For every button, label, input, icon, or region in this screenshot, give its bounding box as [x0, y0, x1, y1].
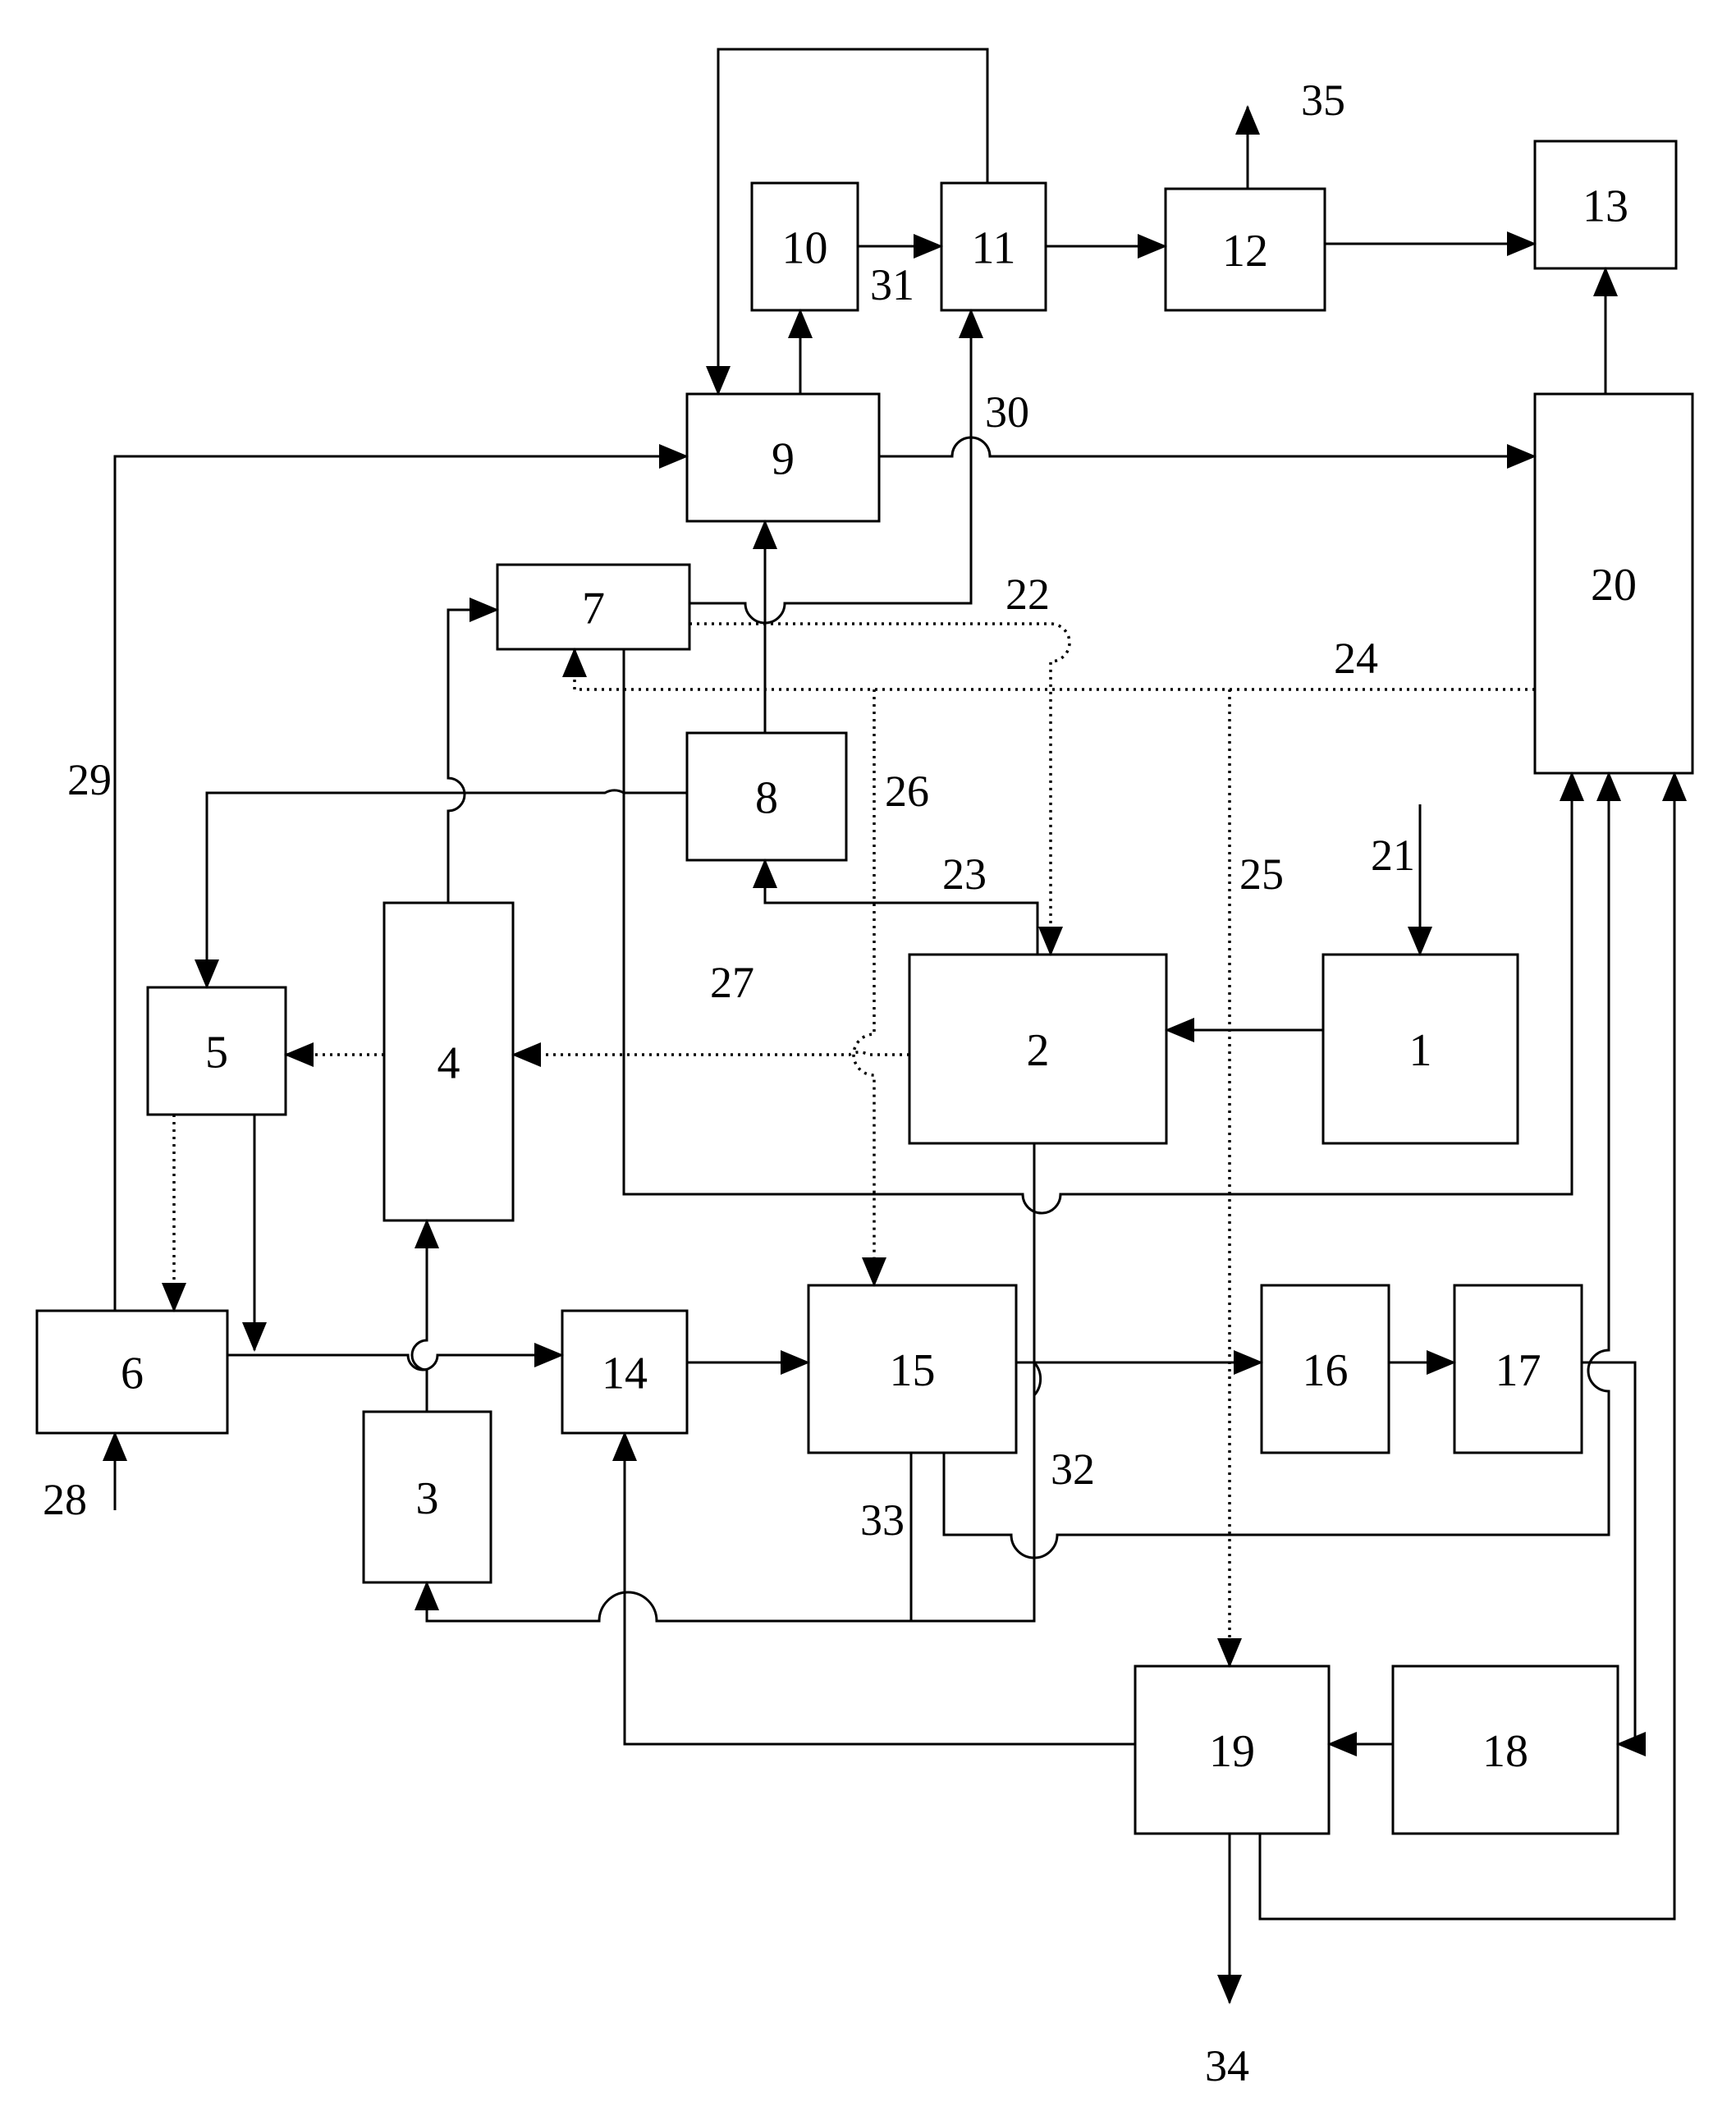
- line-23-2-to-8: [753, 859, 1039, 955]
- ref-25: 25: [1239, 849, 1284, 899]
- block-7: 7: [496, 563, 691, 651]
- line-17-to-18: [1582, 1361, 1646, 1756]
- line-29-6-to-9: [113, 444, 689, 1311]
- block-label: 6: [121, 1349, 144, 1399]
- line-7-to-20: [622, 649, 1584, 1215]
- block-label: 10: [782, 223, 828, 274]
- ref-31: 31: [870, 260, 914, 309]
- ref-34: 34: [1205, 2041, 1249, 2090]
- dotted-24-20-to-7: [562, 648, 1535, 691]
- block-label: 5: [205, 1028, 228, 1078]
- block-label: 11: [972, 223, 1016, 274]
- block-10: 10: [750, 181, 859, 312]
- block-3: 3: [362, 1410, 492, 1584]
- line-11-feedback-to-9: [706, 48, 989, 396]
- block-20: 20: [1533, 392, 1694, 775]
- block-17: 17: [1453, 1284, 1583, 1454]
- line-19-to-14: [612, 1431, 1135, 1746]
- block-label: 15: [890, 1345, 936, 1396]
- line-4-to-7: [447, 598, 499, 903]
- block-8: 8: [685, 731, 848, 862]
- ref-28: 28: [43, 1475, 87, 1524]
- block-label: 20: [1591, 560, 1637, 611]
- block-5: 5: [146, 986, 287, 1116]
- line-19-to-20: [1258, 772, 1687, 1921]
- line-32-15-to-20: [942, 772, 1621, 1559]
- ref-33: 33: [860, 1495, 905, 1545]
- block-label: 13: [1583, 181, 1628, 232]
- ref-24: 24: [1334, 634, 1378, 683]
- block-label: 9: [772, 434, 795, 485]
- ref-22: 22: [1005, 570, 1050, 619]
- line-15-to-16: [1016, 1350, 1263, 1399]
- block-15: 15: [807, 1284, 1018, 1454]
- block-label: 1: [1409, 1025, 1432, 1076]
- block-14: 14: [561, 1309, 689, 1435]
- block-label: 19: [1209, 1726, 1255, 1777]
- block-19: 19: [1134, 1665, 1331, 1835]
- block-4: 4: [382, 901, 515, 1222]
- ref-23: 23: [942, 849, 987, 899]
- ref-32: 32: [1051, 1445, 1095, 1494]
- connections: [103, 48, 1687, 2004]
- line-6-to-14: [227, 1343, 564, 1371]
- line-3-to-4: [410, 1219, 439, 1412]
- block-1: 1: [1321, 953, 1519, 1145]
- line-9-to-20: [879, 436, 1537, 469]
- line-30-7-to-11: [689, 309, 983, 625]
- line-2-to-3: [415, 1143, 1036, 1623]
- block-18: 18: [1391, 1665, 1619, 1835]
- block-label: 4: [437, 1038, 460, 1089]
- block-label: 2: [1027, 1025, 1050, 1076]
- block-2: 2: [908, 953, 1168, 1145]
- dotted-2-to-4: [511, 1042, 909, 1067]
- ref-26: 26: [885, 767, 929, 816]
- ref-29: 29: [67, 755, 112, 804]
- block-label: 3: [416, 1473, 439, 1524]
- block-label: 12: [1222, 226, 1268, 277]
- ref-30: 30: [985, 387, 1029, 437]
- block-label: 17: [1496, 1345, 1541, 1396]
- ref-35: 35: [1301, 76, 1345, 125]
- block-9: 9: [685, 392, 881, 523]
- block-label: 8: [755, 773, 778, 824]
- block-label: 7: [582, 584, 605, 634]
- dotted-22-7-to-2: [689, 622, 1071, 956]
- block-6: 6: [35, 1309, 229, 1435]
- ref-27: 27: [710, 958, 754, 1007]
- block-label: 16: [1303, 1345, 1349, 1396]
- block-label: 18: [1482, 1726, 1528, 1777]
- dotted-26-to-15: [852, 689, 886, 1287]
- block-label: 14: [602, 1349, 648, 1399]
- block-12: 12: [1164, 187, 1326, 312]
- block-13: 13: [1533, 140, 1678, 270]
- block-11: 11: [940, 181, 1047, 312]
- ref-21: 21: [1371, 831, 1415, 880]
- block-16: 16: [1260, 1284, 1390, 1454]
